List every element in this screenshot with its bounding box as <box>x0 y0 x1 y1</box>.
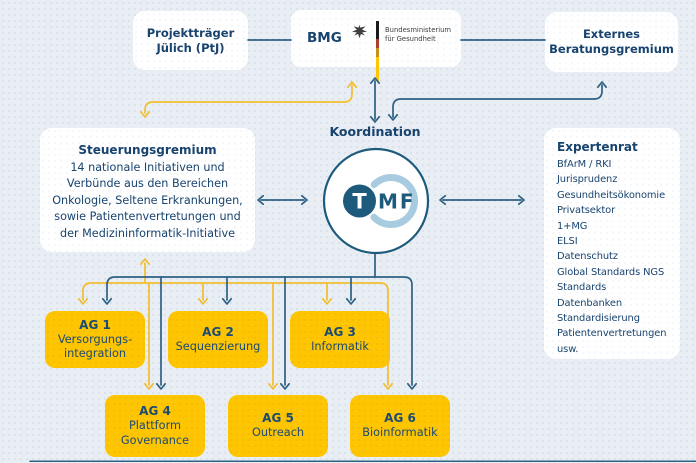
list-item: Gesundheitsökonomie <box>557 189 666 201</box>
ag3-id: AG 3 <box>324 324 356 339</box>
workgroup-ag3-box: AG 3 Informatik <box>290 311 390 368</box>
ag2-id: AG 2 <box>202 324 234 339</box>
ag6-name: Bioinformatik <box>362 426 438 440</box>
tmf-hub-logo: T MF <box>322 147 430 255</box>
bmg-label: BMG <box>307 30 342 46</box>
list-item: Global Standards NGS <box>557 266 665 278</box>
list-item: Verbünde aus den Bereichen <box>66 177 229 191</box>
list-item: Jurisprudenz <box>557 174 618 186</box>
tmf-arc-icon <box>364 174 418 228</box>
list-item: ELSI <box>557 236 578 248</box>
workgroup-ag6-box: AG 6 Bioinformatik <box>350 395 450 457</box>
list-item: Datenbanken <box>557 297 623 309</box>
federal-eagle-icon <box>352 24 367 39</box>
list-item: der Medizininformatik-Initiative <box>60 226 235 240</box>
list-item: Patientenvertretungen <box>557 328 667 340</box>
ag6-id: AG 6 <box>384 411 416 426</box>
list-item: BfArM / RKI <box>557 159 612 170</box>
tmf-logo-mf: MF <box>378 190 416 214</box>
ptj-box: Projektträger Jülich (PtJ) <box>133 11 248 70</box>
bmg-box: BMG Bundesministerium für Gesundheit <box>291 10 461 81</box>
tmf-disc-icon <box>343 184 376 218</box>
expert-title: Expertenrat <box>557 140 638 154</box>
list-item: 1+MG <box>557 220 588 232</box>
koordination-label: Koordination <box>329 124 421 139</box>
ag5-id: AG 5 <box>262 411 294 426</box>
ag5-name: Outreach <box>251 426 305 440</box>
ag4-name: Plattform Governance <box>120 419 190 447</box>
list-item: Datenschutz <box>557 251 618 263</box>
bmg-ministry-label: Bundesministerium für Gesundheit <box>385 26 452 43</box>
workgroup-ag1-box: AG 1 Versorgungs- integration <box>45 311 145 368</box>
ag3-name: Informatik <box>311 339 369 353</box>
steering-title: Steuerungsgremium <box>78 143 217 157</box>
external-advisory-box: Externes Beratungsgremium <box>545 12 678 72</box>
ag1-name: Versorgungs- integration <box>57 332 133 361</box>
ag1-id: AG 1 <box>79 317 111 332</box>
list-item: sowie Patientenvertretungen und <box>54 210 241 224</box>
workgroup-ag5-box: AG 5 Outreach <box>228 395 328 457</box>
steering-committee-box: Steuerungsgremium 14 nationale Initiativ… <box>40 128 255 252</box>
list-item: Onkologie, Seltene Erkrankungen, <box>52 193 243 207</box>
ag2-name: Sequenzierung <box>175 339 261 353</box>
external-advisory-label: Externes Beratungsgremium <box>549 27 674 56</box>
list-item: Standardisierung <box>557 313 640 325</box>
workgroup-ag4-box: AG 4 Plattform Governance <box>105 395 205 457</box>
ptj-label: Projektträger Jülich (PtJ) <box>146 25 235 55</box>
list-item: Standards <box>557 282 607 294</box>
list-item: usw. <box>557 343 579 355</box>
list-item: Privatsektor <box>557 205 616 217</box>
ag4-id: AG 4 <box>139 404 171 418</box>
bmg-flag-stripe <box>376 21 379 81</box>
list-item: 14 nationale Initiativen und <box>70 161 225 174</box>
tmf-logo-t: T <box>352 190 367 214</box>
workgroup-ag2-box: AG 2 Sequenzierung <box>168 311 268 368</box>
